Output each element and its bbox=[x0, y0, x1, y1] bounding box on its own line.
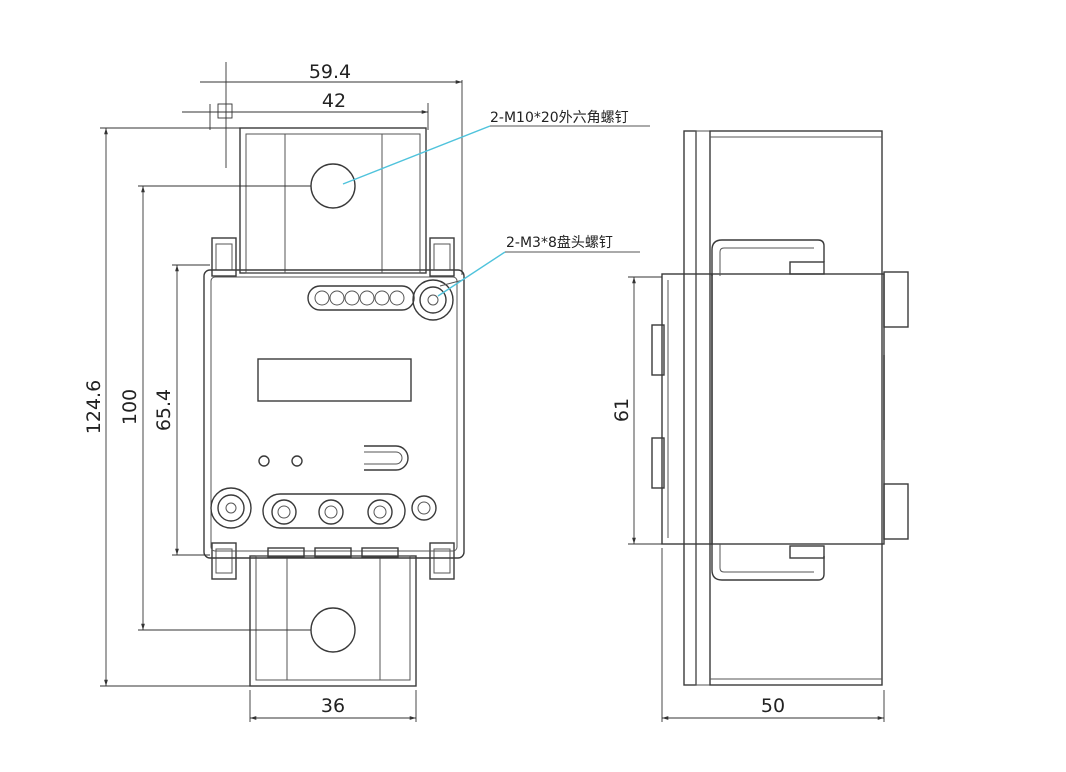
mounting-plate bbox=[683, 130, 697, 686]
dim-overall-width: 59.4 bbox=[309, 61, 351, 83]
side-dimensions bbox=[628, 276, 885, 722]
main-body bbox=[203, 269, 465, 559]
lower-bolt-hole bbox=[310, 607, 356, 653]
side-body bbox=[661, 273, 713, 545]
dim-side-height: 61 bbox=[611, 398, 633, 422]
front-dimensions bbox=[100, 62, 463, 722]
callout-hex-bolt: 2-M10*20外六角螺钉 bbox=[490, 110, 629, 126]
screw-icon bbox=[210, 487, 252, 529]
screw-icon bbox=[412, 279, 454, 321]
terminal-strip bbox=[307, 285, 415, 311]
hook-symbol bbox=[364, 445, 409, 471]
terminal-block bbox=[262, 493, 406, 529]
upper-bus-bar bbox=[239, 127, 427, 274]
upper-bolt-hole bbox=[310, 163, 356, 209]
side-view bbox=[651, 130, 909, 686]
dim-overall-height: 124.6 bbox=[83, 380, 105, 434]
dim-hole-spacing: 100 bbox=[119, 389, 141, 425]
dim-side-depth: 50 bbox=[761, 695, 785, 717]
callout-pan-head-screw: 2-M3*8盘头螺钉 bbox=[506, 234, 613, 251]
dim-body-width: 42 bbox=[322, 90, 346, 112]
dim-bus-bar-width: 36 bbox=[321, 695, 345, 717]
led-1 bbox=[258, 455, 270, 467]
led-2 bbox=[291, 455, 303, 467]
dim-body-height: 65.4 bbox=[153, 389, 175, 431]
display-window bbox=[257, 358, 412, 402]
front-view bbox=[203, 127, 465, 687]
lower-bus-bar bbox=[249, 555, 417, 687]
